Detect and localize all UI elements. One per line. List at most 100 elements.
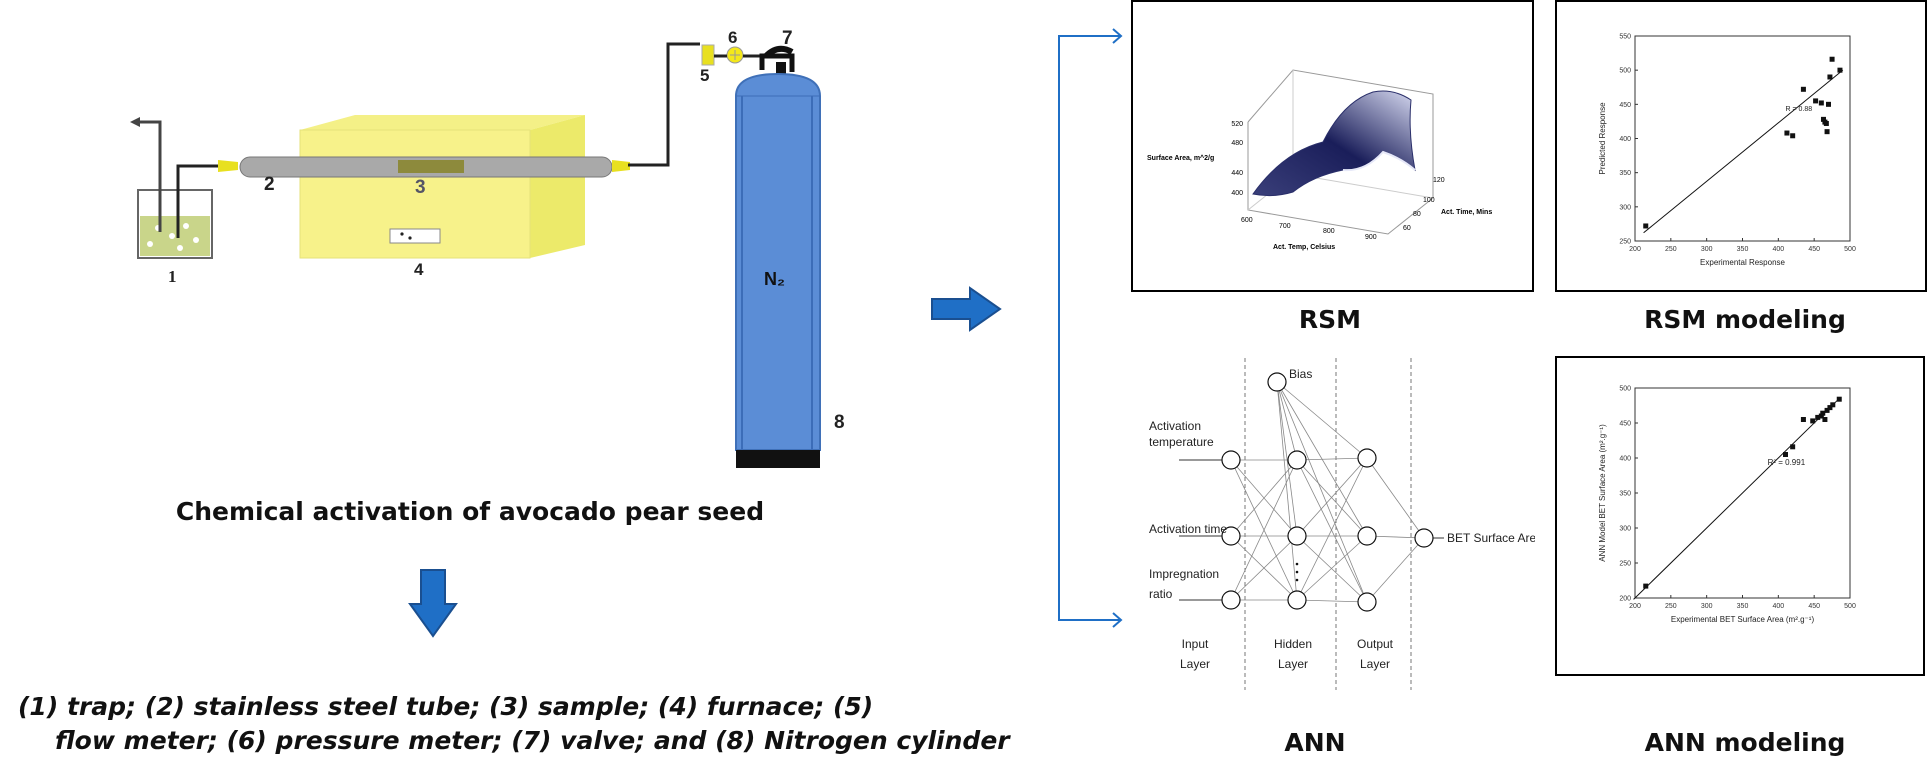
x-tick-label: 300 bbox=[1701, 603, 1713, 610]
connection bbox=[1276, 381, 1368, 537]
y-tick-label: 450 bbox=[1619, 421, 1631, 428]
x-tick-label: 400 bbox=[1772, 603, 1784, 610]
y-tick: 120 bbox=[1433, 177, 1445, 184]
fit-line bbox=[1633, 397, 1841, 600]
data-point bbox=[1790, 133, 1796, 139]
data-point bbox=[1820, 116, 1826, 122]
y-tick-label: 300 bbox=[1619, 526, 1631, 533]
x-tick-label: 350 bbox=[1737, 603, 1749, 610]
layer-label-output: Output bbox=[1357, 637, 1394, 651]
rsm-modeling-label: RSM modeling bbox=[1644, 305, 1846, 334]
input-label-impregnation: Impregnation bbox=[1149, 567, 1219, 581]
x-tick-label: 450 bbox=[1808, 246, 1820, 253]
label-1: 1 bbox=[168, 267, 177, 286]
z-axis-label: Surface Area, m^2/g bbox=[1147, 154, 1214, 162]
x-tick-label: 300 bbox=[1701, 246, 1713, 253]
fit-line bbox=[1643, 69, 1844, 234]
data-point bbox=[1800, 417, 1806, 422]
y-tick: 100 bbox=[1423, 197, 1435, 204]
x-tick: 600 bbox=[1241, 217, 1253, 224]
input-label-impregnation: ratio bbox=[1149, 587, 1173, 601]
data-point bbox=[1824, 407, 1830, 413]
output-label: BET Surface Area bbox=[1447, 531, 1535, 545]
x-tick-label: 250 bbox=[1665, 246, 1677, 253]
hidden-node bbox=[1287, 450, 1307, 470]
data-point bbox=[1837, 67, 1843, 73]
label-3: 3 bbox=[415, 177, 426, 198]
bias-node bbox=[1267, 372, 1287, 392]
response-surface bbox=[1252, 90, 1416, 197]
data-point bbox=[1815, 414, 1821, 420]
x-tick-label: 250 bbox=[1665, 603, 1677, 610]
final-output-node bbox=[1414, 528, 1434, 548]
data-point bbox=[1836, 396, 1842, 402]
furnace bbox=[299, 115, 585, 259]
y-tick-label: 450 bbox=[1619, 102, 1631, 109]
connection bbox=[1276, 381, 1368, 603]
connection bbox=[1366, 457, 1425, 539]
connection bbox=[1366, 537, 1425, 603]
z-tick: 440 bbox=[1231, 170, 1243, 177]
connection bbox=[1296, 599, 1368, 603]
layer-label-input: Layer bbox=[1180, 657, 1210, 671]
data-point bbox=[1643, 583, 1649, 589]
y-tick: 60 bbox=[1403, 225, 1411, 232]
x-tick: 700 bbox=[1279, 223, 1291, 230]
connection bbox=[1276, 381, 1298, 601]
x-axis-label: Experimental BET Surface Area (m².g⁻¹) bbox=[1671, 615, 1815, 624]
y-tick-label: 200 bbox=[1619, 596, 1631, 603]
x-tick-label: 450 bbox=[1808, 603, 1820, 610]
x-tick-label: 350 bbox=[1737, 246, 1749, 253]
input-node bbox=[1221, 590, 1241, 610]
ellipsis-dot bbox=[1295, 562, 1299, 566]
data-point bbox=[1827, 74, 1833, 80]
hidden-node bbox=[1287, 590, 1307, 610]
ann-modeling-label: ANN modeling bbox=[1644, 728, 1846, 757]
label-7: 7 bbox=[782, 28, 793, 49]
nitrogen-cylinder bbox=[735, 72, 821, 468]
x-tick: 800 bbox=[1323, 228, 1335, 235]
apparatus-caption: Chemical activation of avocado pear seed bbox=[175, 497, 765, 526]
connection bbox=[1276, 381, 1298, 537]
label-2: 2 bbox=[264, 174, 275, 195]
hidden-node bbox=[1287, 526, 1307, 546]
y-tick: 80 bbox=[1413, 211, 1421, 218]
rsm-surface-panel: 520 480 440 400 Surface Area, m^2/g 600 … bbox=[1131, 0, 1534, 292]
data-point bbox=[1810, 418, 1816, 424]
input-label-time: Activation time bbox=[1149, 522, 1227, 536]
data-point bbox=[1813, 98, 1819, 104]
data-point bbox=[1820, 410, 1826, 416]
y-tick-label: 300 bbox=[1619, 204, 1631, 211]
data-point bbox=[1800, 86, 1806, 92]
legend-text: (1) trap; (2) stainless steel tube; (3) … bbox=[18, 690, 1078, 758]
x-tick: 900 bbox=[1365, 234, 1377, 241]
connection bbox=[1296, 457, 1368, 601]
label-5: 5 bbox=[700, 66, 709, 85]
z-tick: 400 bbox=[1231, 190, 1243, 197]
input-node bbox=[1221, 450, 1241, 470]
x-tick-label: 500 bbox=[1844, 246, 1856, 253]
down-arrow-icon bbox=[408, 569, 458, 638]
y-tick-label: 250 bbox=[1619, 239, 1631, 246]
correlation-annotation: R = 0.88 bbox=[1786, 106, 1813, 113]
output-node bbox=[1357, 448, 1377, 468]
connection bbox=[1230, 459, 1298, 537]
y-axis-label: Act. Time, Mins bbox=[1441, 209, 1492, 216]
trap-beaker bbox=[137, 189, 213, 259]
r-squared-annotation: R² = 0.991 bbox=[1768, 458, 1806, 467]
plot-frame bbox=[1634, 35, 1851, 242]
input-label-temperature: temperature bbox=[1149, 435, 1214, 449]
z-tick: 520 bbox=[1231, 121, 1243, 128]
layer-label-input: Input bbox=[1182, 637, 1209, 651]
connection bbox=[1276, 381, 1368, 459]
connection bbox=[1230, 535, 1298, 601]
y-tick-label: 500 bbox=[1619, 386, 1631, 393]
y-tick-label: 500 bbox=[1619, 68, 1631, 75]
data-point bbox=[1818, 100, 1824, 106]
connection bbox=[1296, 535, 1368, 603]
